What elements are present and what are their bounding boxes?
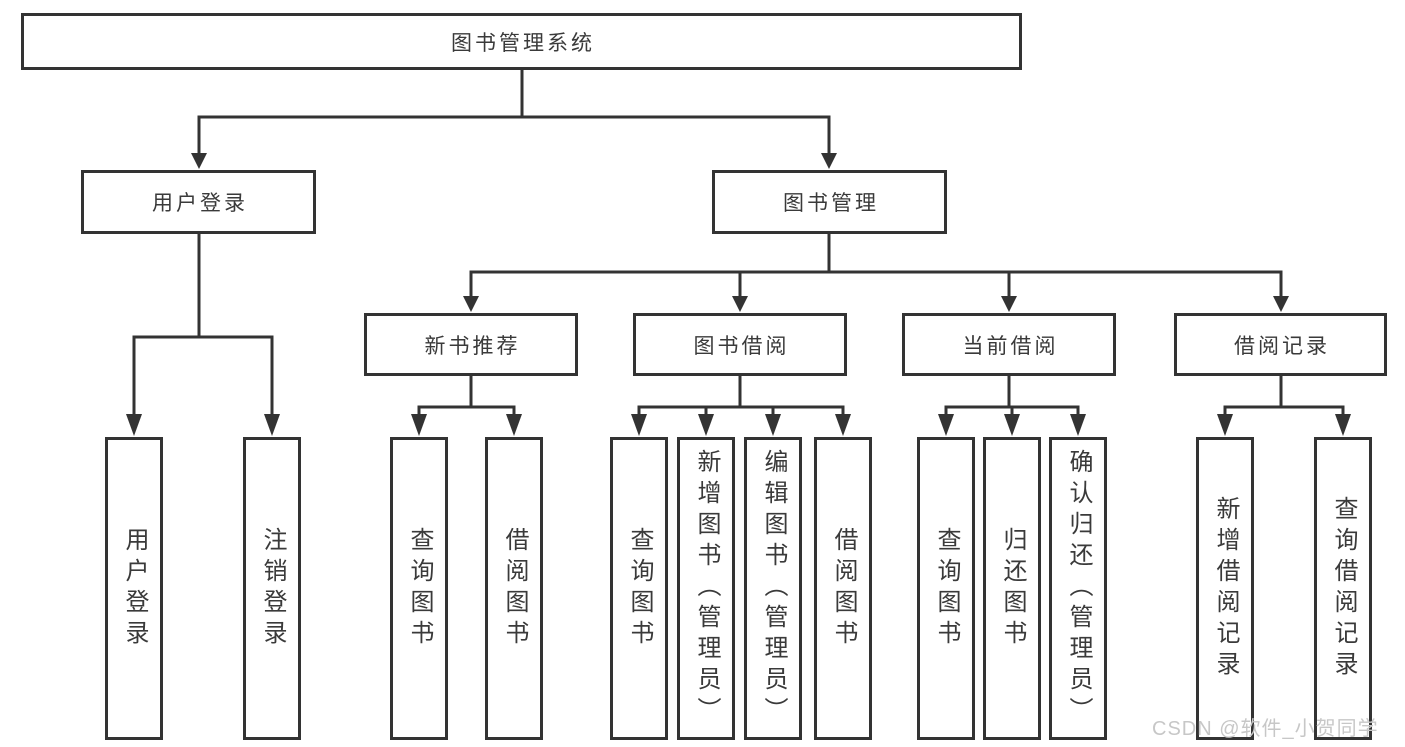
leaf-query-books: 查询图书 [917, 437, 975, 740]
node-book-borrowing: 图书借阅 [633, 313, 847, 376]
leaf-confirm-return-admin: 确认归还（管理员） [1049, 437, 1107, 740]
leaf-query-borrow-record: 查询借阅记录 [1314, 437, 1372, 740]
node-borrowing-records: 借阅记录 [1174, 313, 1387, 376]
node-current-borrowing: 当前借阅 [902, 313, 1116, 376]
node-root-system: 图书管理系统 [21, 13, 1022, 70]
arrowheads [126, 153, 1351, 436]
leaf-query-books: 查询图书 [390, 437, 448, 740]
node-new-book-recommendation: 新书推荐 [364, 313, 578, 376]
leaf-edit-books-admin: 编辑图书（管理员） [744, 437, 802, 740]
leaf-logout: 注销登录 [243, 437, 301, 740]
leaf-user-login: 用户登录 [105, 437, 163, 740]
leaf-borrow-books: 借阅图书 [814, 437, 872, 740]
node-book-management: 图书管理 [712, 170, 947, 234]
leaf-add-borrow-record: 新增借阅记录 [1196, 437, 1254, 740]
leaf-query-books: 查询图书 [610, 437, 668, 740]
node-user-login: 用户登录 [81, 170, 316, 234]
leaf-add-books-admin: 新增图书（管理员） [677, 437, 735, 740]
leaf-return-books: 归还图书 [983, 437, 1041, 740]
csdn-watermark: CSDN @软件_小贺同学 [1152, 718, 1379, 740]
leaf-borrow-books: 借阅图书 [485, 437, 543, 740]
